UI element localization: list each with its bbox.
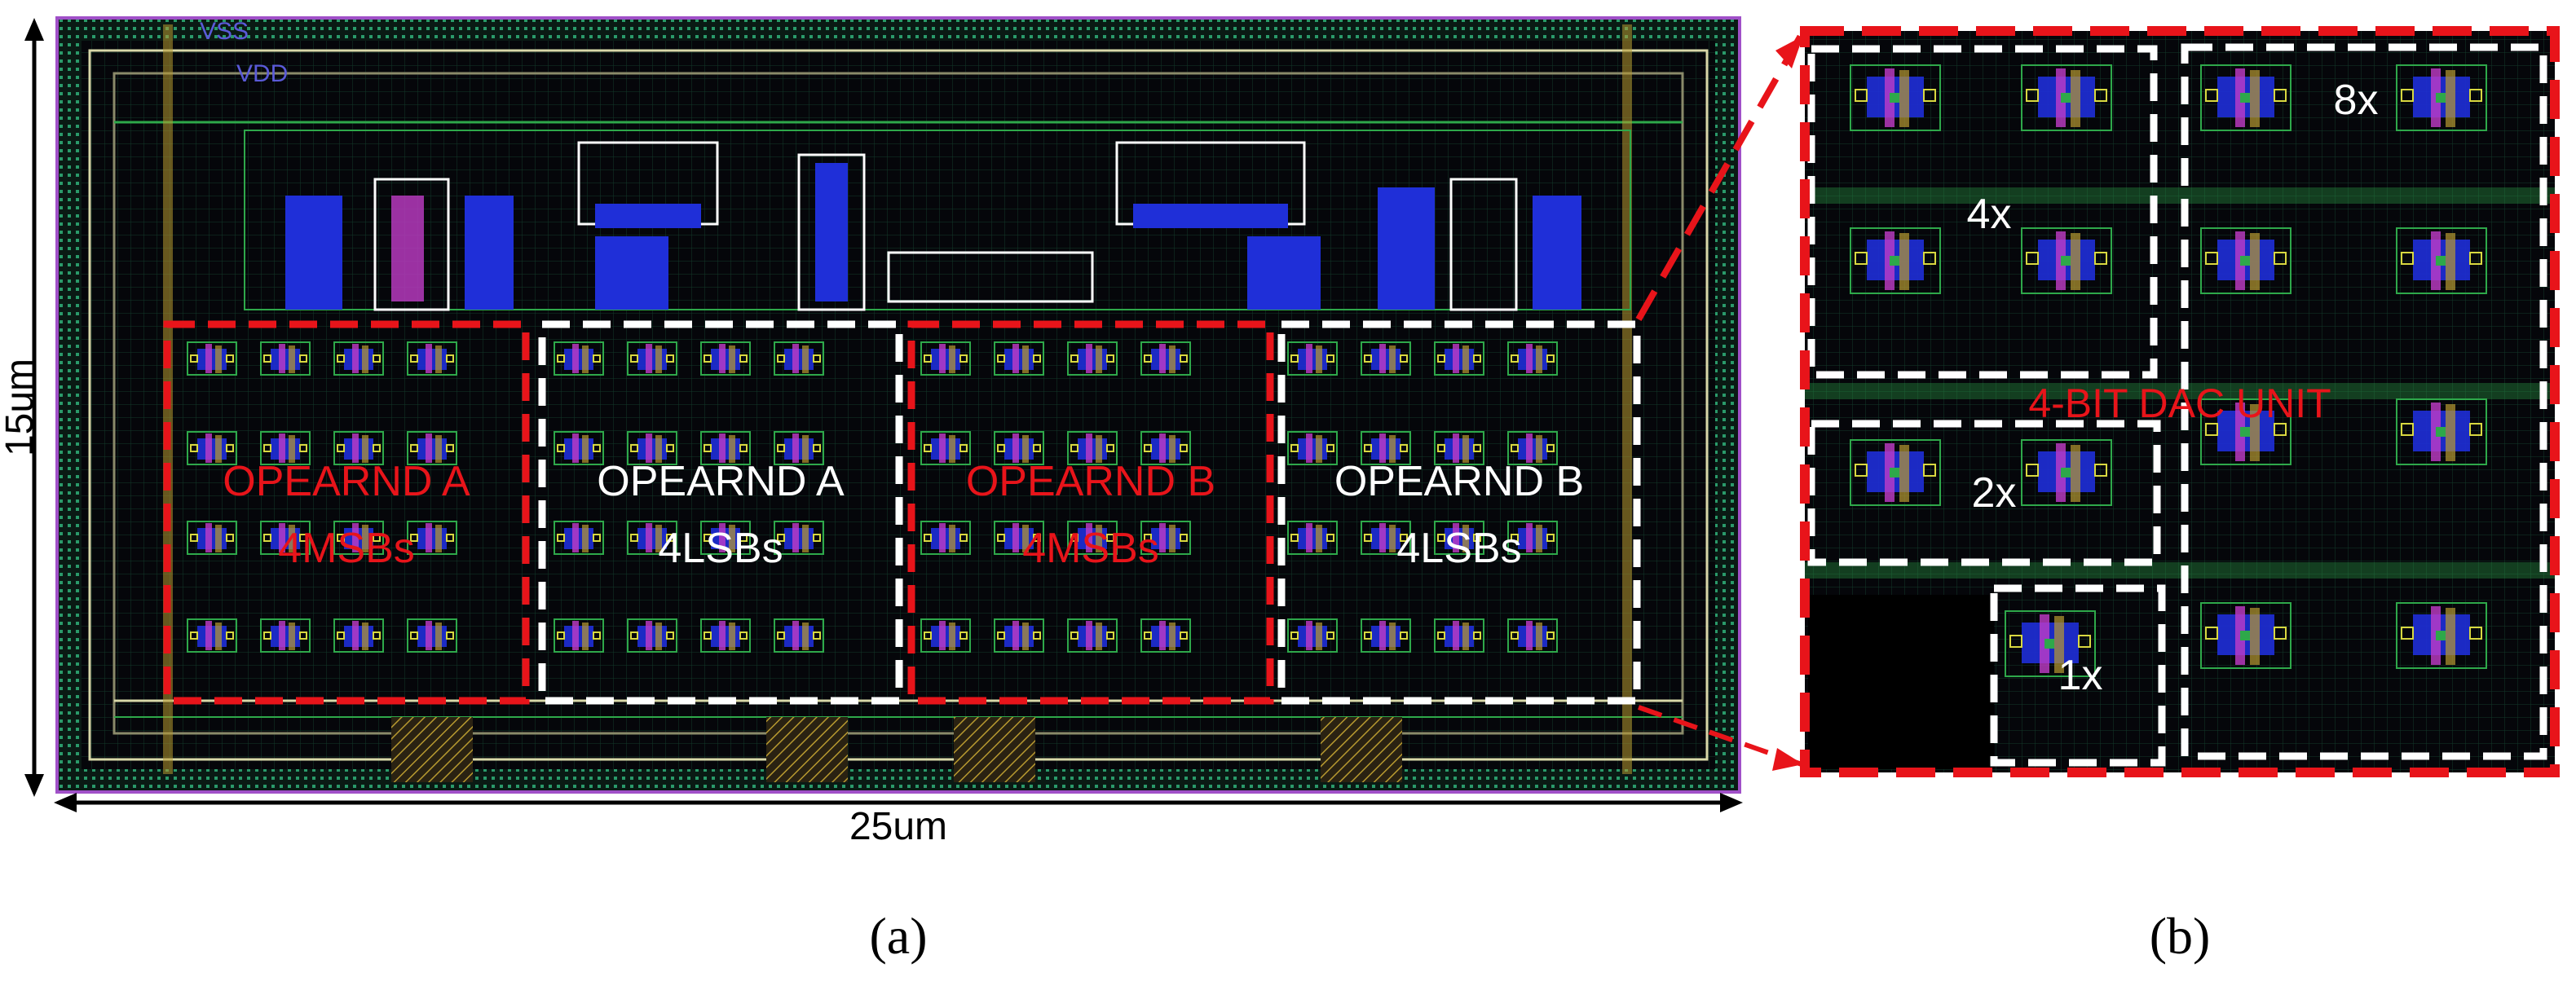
control-logic	[244, 130, 1631, 311]
svg-text:4LSBs: 4LSBs	[1396, 525, 1521, 572]
caption-b: (b)	[2150, 907, 2211, 965]
cell-box-4x	[1807, 45, 2158, 379]
panel-b: 4x 8x 2x 1x 4-BIT DAC UNIT (b)	[1800, 26, 2560, 965]
guard-ring	[88, 49, 1709, 761]
svg-text:4MSBs: 4MSBs	[278, 525, 415, 572]
block-box-a-msb	[163, 320, 530, 705]
cell-box-2x	[1807, 420, 2161, 566]
svg-text:15um: 15um	[0, 359, 42, 456]
caption-a: (a)	[869, 907, 927, 965]
svg-text:OPEARND A: OPEARND A	[597, 458, 845, 505]
width-dimension: 25um	[54, 793, 1743, 848]
cell-box-8x	[2181, 43, 2547, 760]
svg-text:4MSBs: 4MSBs	[1022, 525, 1159, 572]
cell-label-8x: 8x	[2334, 77, 2379, 124]
zoom-lines	[1635, 33, 1805, 771]
power-pads	[391, 717, 1402, 782]
cell-box-1x	[1990, 584, 2166, 767]
block-label-a-lsb: OPEARND A 4LSBs	[597, 458, 845, 572]
svg-text:OPEARND B: OPEARND B	[1334, 458, 1584, 505]
core-area	[82, 41, 1715, 769]
cell-label-2x: 2x	[1972, 469, 2017, 517]
height-dimension: 15um	[0, 18, 44, 797]
dac-unit-box	[1800, 26, 2560, 777]
block-label-b-lsb: OPEARND B 4LSBs	[1334, 458, 1584, 572]
svg-text:OPEARND B: OPEARND B	[966, 458, 1215, 505]
dac-unit-title: 4-BIT DAC UNIT	[2028, 381, 2331, 426]
block-label-a-msb: OPEARND A 4MSBs	[223, 458, 470, 572]
rail-label-vdd: VDD	[236, 60, 288, 87]
svg-text:OPEARND A: OPEARND A	[223, 458, 470, 505]
block-box-b-msb	[907, 320, 1274, 705]
cell-label-1x: 1x	[2058, 652, 2103, 699]
cell-label-4x: 4x	[1967, 191, 2012, 238]
block-box-b-lsb	[1277, 320, 1641, 705]
block-label-b-msb: OPEARND B 4MSBs	[966, 458, 1215, 572]
rail-label-vss: VSS	[200, 18, 249, 45]
block-box-a-lsb	[538, 320, 903, 705]
svg-text:4LSBs: 4LSBs	[658, 525, 783, 572]
svg-text:25um: 25um	[849, 805, 947, 848]
panel-a: VSS VDD	[0, 16, 1743, 965]
empty-corner	[1808, 595, 1994, 769]
